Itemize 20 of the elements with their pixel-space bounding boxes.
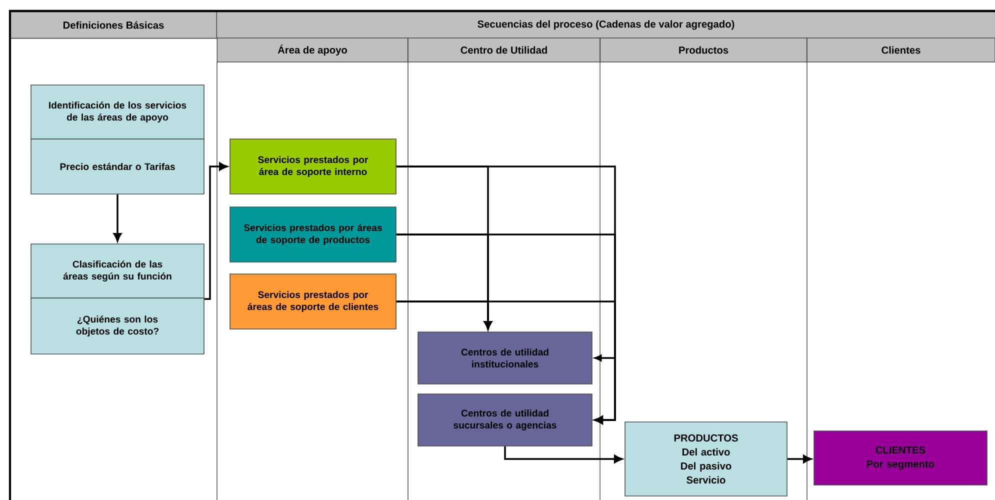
header-cell: Clientes xyxy=(806,38,995,62)
header-cell: Definiciones Básicas xyxy=(10,11,218,39)
process-box: Centros de utilidad institucionales xyxy=(418,332,592,384)
process-box: Servicios prestados por áreas de soporte de productos xyxy=(230,206,396,262)
arrow xyxy=(594,354,615,362)
header-cell: Productos xyxy=(600,38,808,62)
arrow xyxy=(204,162,228,300)
process-box: CLIENTES Por segmento xyxy=(814,430,988,486)
arrow xyxy=(787,454,812,464)
header-cell: Área de apoyo xyxy=(216,38,408,62)
process-box: Servicios prestados por área de soporte interno xyxy=(230,138,396,194)
process-box: Servicios prestados por áreas de soporte de clientes xyxy=(230,274,396,330)
process-box: Clasificación de las áreas según su función ¿Quiénes son los objetos de costo? xyxy=(30,244,204,354)
arrow xyxy=(113,194,122,242)
process-box: PRODUCTOS Del activo Del pasivo Servicio xyxy=(624,422,788,496)
process-box: Centros de utilidad sucursales o agencias xyxy=(418,394,592,446)
arrow xyxy=(396,300,616,424)
arrow xyxy=(504,446,623,464)
process-box: Identificación de los servicios de las áreas de apoyo Precio estándar o Tarifas xyxy=(30,84,204,194)
header-cell: Centro de Utilidad xyxy=(408,38,600,62)
